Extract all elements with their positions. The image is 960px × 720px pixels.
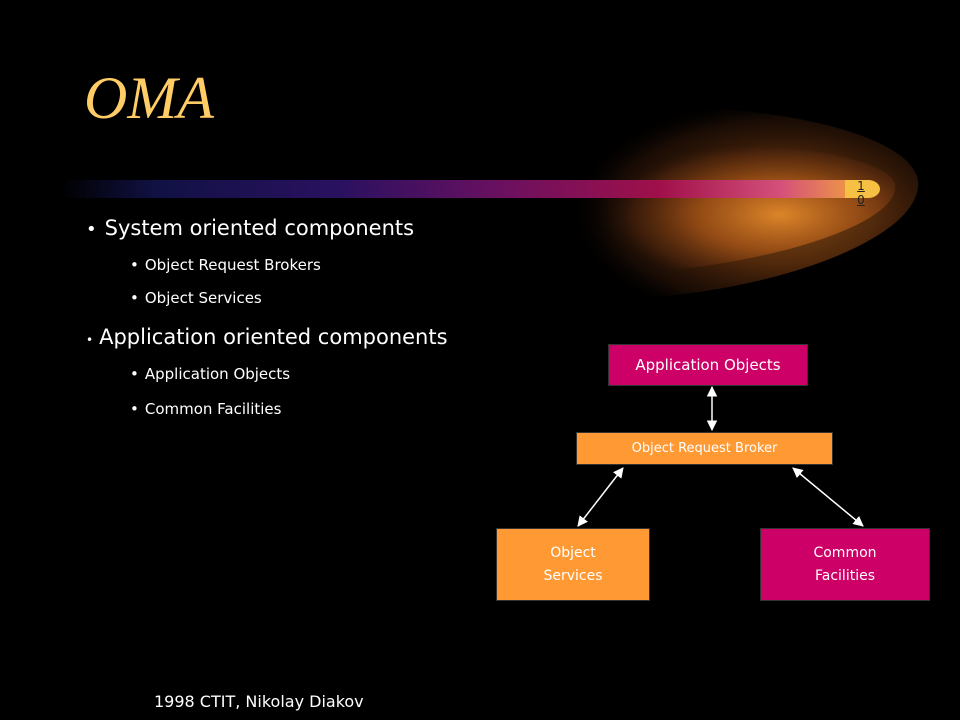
bullet-system-oriented: • System oriented components bbox=[86, 216, 414, 240]
bullet-label: Object Services bbox=[144, 289, 262, 307]
bullet-dot: • bbox=[130, 289, 139, 307]
arrow-orb-commonfacilities bbox=[792, 467, 864, 527]
bullet-dot: • bbox=[86, 333, 94, 347]
node-label: Application Objects bbox=[635, 355, 781, 374]
sub-bullet-object-services: • Object Services bbox=[130, 289, 262, 307]
node-label: Object Request Broker bbox=[631, 441, 778, 456]
footer-credit: 1998 CTIT, Nikolay Diakov bbox=[154, 692, 364, 711]
bullet-label: System oriented components bbox=[104, 216, 415, 240]
bullet-application-oriented: • Application oriented components bbox=[86, 325, 448, 349]
swoosh-bar bbox=[60, 180, 860, 198]
node-application-objects: Application Objects bbox=[608, 344, 808, 386]
node-label-line-1: Object bbox=[550, 544, 596, 561]
sub-bullet-application-objects: • Application Objects bbox=[130, 365, 290, 383]
node-label-line-1: Common bbox=[813, 544, 877, 561]
node-label-line-2: Facilities bbox=[815, 567, 875, 584]
sub-bullet-common-facilities: • Common Facilities bbox=[130, 400, 281, 418]
bullet-dot: • bbox=[130, 365, 139, 383]
arrow-orb-objectservices bbox=[577, 467, 624, 527]
slide-number: 1 0 bbox=[857, 179, 865, 207]
bullet-label: Application oriented components bbox=[99, 325, 448, 349]
bullet-dot: • bbox=[130, 256, 139, 274]
node-common-facilities: Common Facilities bbox=[760, 528, 930, 601]
node-object-services: Object Services bbox=[496, 528, 650, 601]
node-label-line-2: Services bbox=[543, 567, 603, 584]
node-object-request-broker: Object Request Broker bbox=[576, 432, 833, 465]
bullet-label: Common Facilities bbox=[144, 400, 282, 418]
swoosh-end-cap bbox=[845, 180, 880, 198]
bullet-label: Object Request Brokers bbox=[144, 256, 321, 274]
bullet-label: Application Objects bbox=[144, 365, 291, 383]
slide-title: OMA bbox=[84, 65, 214, 131]
sub-bullet-orb: • Object Request Brokers bbox=[130, 256, 321, 274]
bullet-dot: • bbox=[130, 400, 139, 418]
bullet-dot: • bbox=[86, 219, 97, 240]
